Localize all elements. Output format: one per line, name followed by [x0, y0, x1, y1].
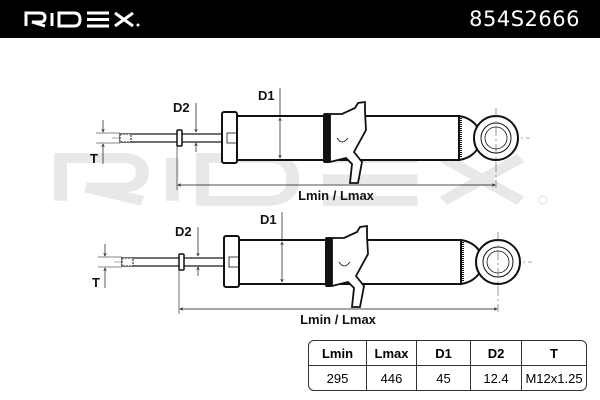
header-lmax: Lmax [367, 341, 417, 366]
length-label: Lmin / Lmax [300, 312, 377, 327]
spec-header-row: Lmin Lmax D1 D2 T [309, 341, 586, 366]
part-number: 854S2666 [469, 7, 580, 31]
value-lmin: 295 [309, 366, 367, 390]
value-d2: 12.4 [471, 366, 522, 390]
spec-value-row: 295 446 45 12.4 M12x1.25 [309, 366, 586, 390]
header-t: T [522, 341, 586, 366]
header-bar: 854S2666 [0, 0, 600, 38]
d2-label: D2 [175, 224, 192, 239]
value-t: M12x1.25 [525, 370, 583, 386]
ridex-logo [24, 11, 140, 28]
t-label: T [90, 151, 98, 166]
t-label: T [92, 275, 100, 290]
value-lmax: 446 [367, 366, 417, 390]
shock-drawing-extended: D1 D2 T Lmin / Lmax [90, 88, 530, 203]
length-label: Lmin / Lmax [298, 188, 375, 203]
header-d1: D1 [417, 341, 471, 366]
d1-label: D1 [258, 88, 275, 103]
header-d2: D2 [471, 341, 522, 366]
d1-label: D1 [260, 212, 277, 227]
spec-table: Lmin Lmax D1 D2 T 295 446 45 12.4 M12x1.… [308, 340, 587, 391]
d2-label: D2 [173, 100, 190, 115]
value-d1: 45 [417, 366, 471, 390]
ridex-watermark [54, 152, 525, 206]
shock-drawing-compressed: D1 D2 T Lmin / Lmax [92, 212, 532, 327]
header-lmin: Lmin [309, 341, 367, 366]
